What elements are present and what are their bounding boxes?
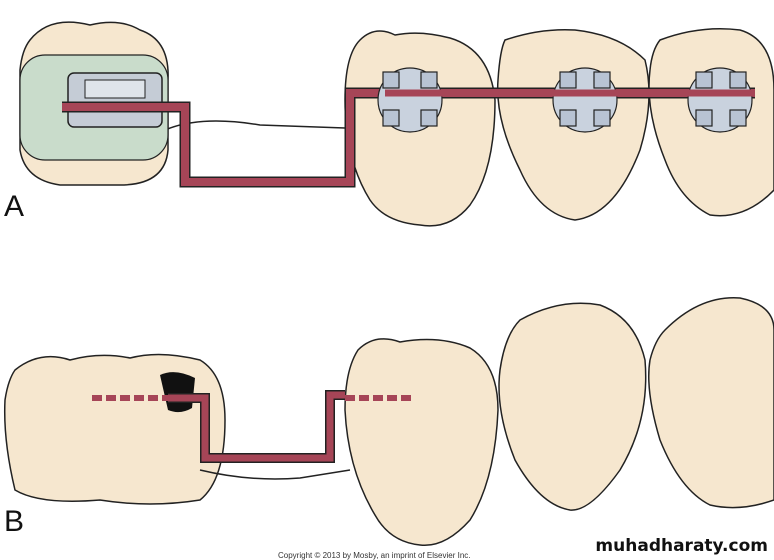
gum-line-a <box>164 120 346 131</box>
gum-line-b <box>199 469 351 480</box>
archwire-b <box>168 391 345 462</box>
copyright-text: Copyright © 2013 by Mosby, an imprint of… <box>278 551 471 560</box>
tooth-b2 <box>498 302 647 511</box>
bracket-3 <box>687 67 753 133</box>
tooth-b3 <box>648 297 774 509</box>
panel-label-a: A <box>4 190 25 223</box>
watermark: muhadharaty.com <box>595 536 768 556</box>
tooth-b1 <box>344 338 499 547</box>
panel-label-b: B <box>4 505 25 538</box>
bracket-2 <box>552 67 618 133</box>
buccal-tube-slot <box>84 79 146 99</box>
bracket-1 <box>377 67 443 133</box>
